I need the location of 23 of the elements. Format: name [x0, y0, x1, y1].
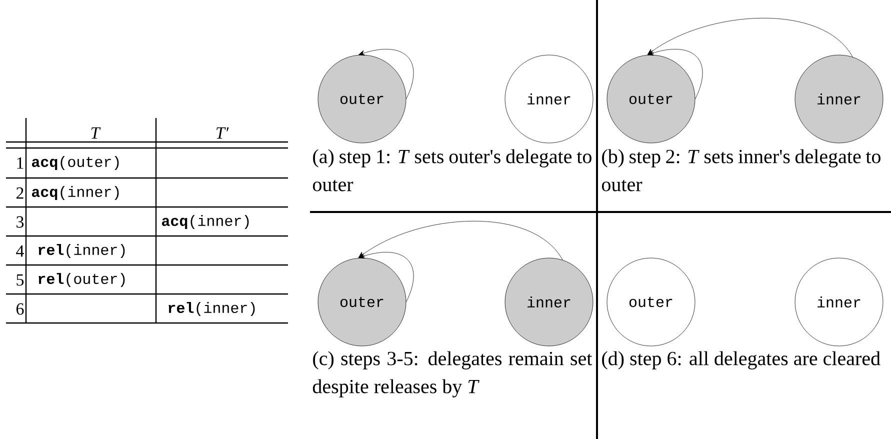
row-number: 1	[17, 157, 24, 169]
arrow	[647, 49, 703, 100]
arrow	[358, 220, 563, 260]
operation-text: rel(outer)	[38, 273, 125, 287]
row-number: 2	[16, 187, 24, 199]
column-header: T	[91, 127, 101, 139]
row-number: 4	[16, 245, 24, 257]
operation-text: rel(inner)	[168, 302, 255, 316]
arrow	[647, 18, 853, 58]
caption: (b) step 2: T sets inner's delegate to outer	[602, 149, 880, 192]
operation-text: acq(inner)	[162, 215, 249, 229]
row-number: 3	[16, 216, 24, 228]
column-header: T′	[216, 127, 229, 139]
caption: (d) step 6: all delegates are cleared	[602, 351, 880, 370]
operation-text: acq(inner)	[32, 186, 119, 200]
arrow	[358, 252, 414, 302]
operation-text: acq(outer)	[32, 156, 119, 170]
operation-text: rel(inner)	[38, 244, 125, 258]
row-number: 6	[16, 303, 24, 315]
caption: (c) steps 3-5: delegates remain set despite releases by T	[312, 351, 592, 398]
caption: (a) step 1: T sets outer's delegate to outer	[312, 149, 592, 192]
arrow	[358, 49, 414, 100]
row-number: 5	[16, 274, 24, 286]
